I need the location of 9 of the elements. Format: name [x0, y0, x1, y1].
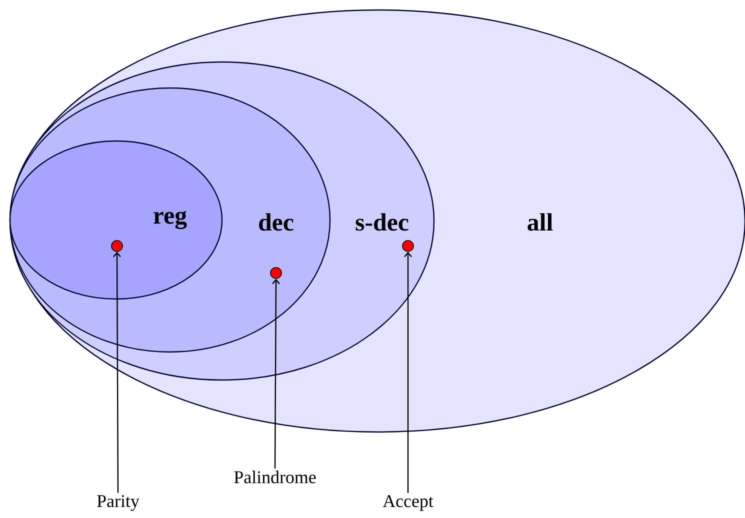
- example-label: Parity: [97, 495, 140, 511]
- example-label: Palindrome: [234, 470, 316, 484]
- point-dot: [111, 240, 123, 252]
- example-label: Accept: [382, 495, 434, 511]
- point-dot: [402, 240, 414, 252]
- point-dot: [270, 267, 282, 279]
- arrow: [404, 252, 412, 493]
- arrow: [113, 252, 121, 493]
- arrow: [272, 278, 280, 468]
